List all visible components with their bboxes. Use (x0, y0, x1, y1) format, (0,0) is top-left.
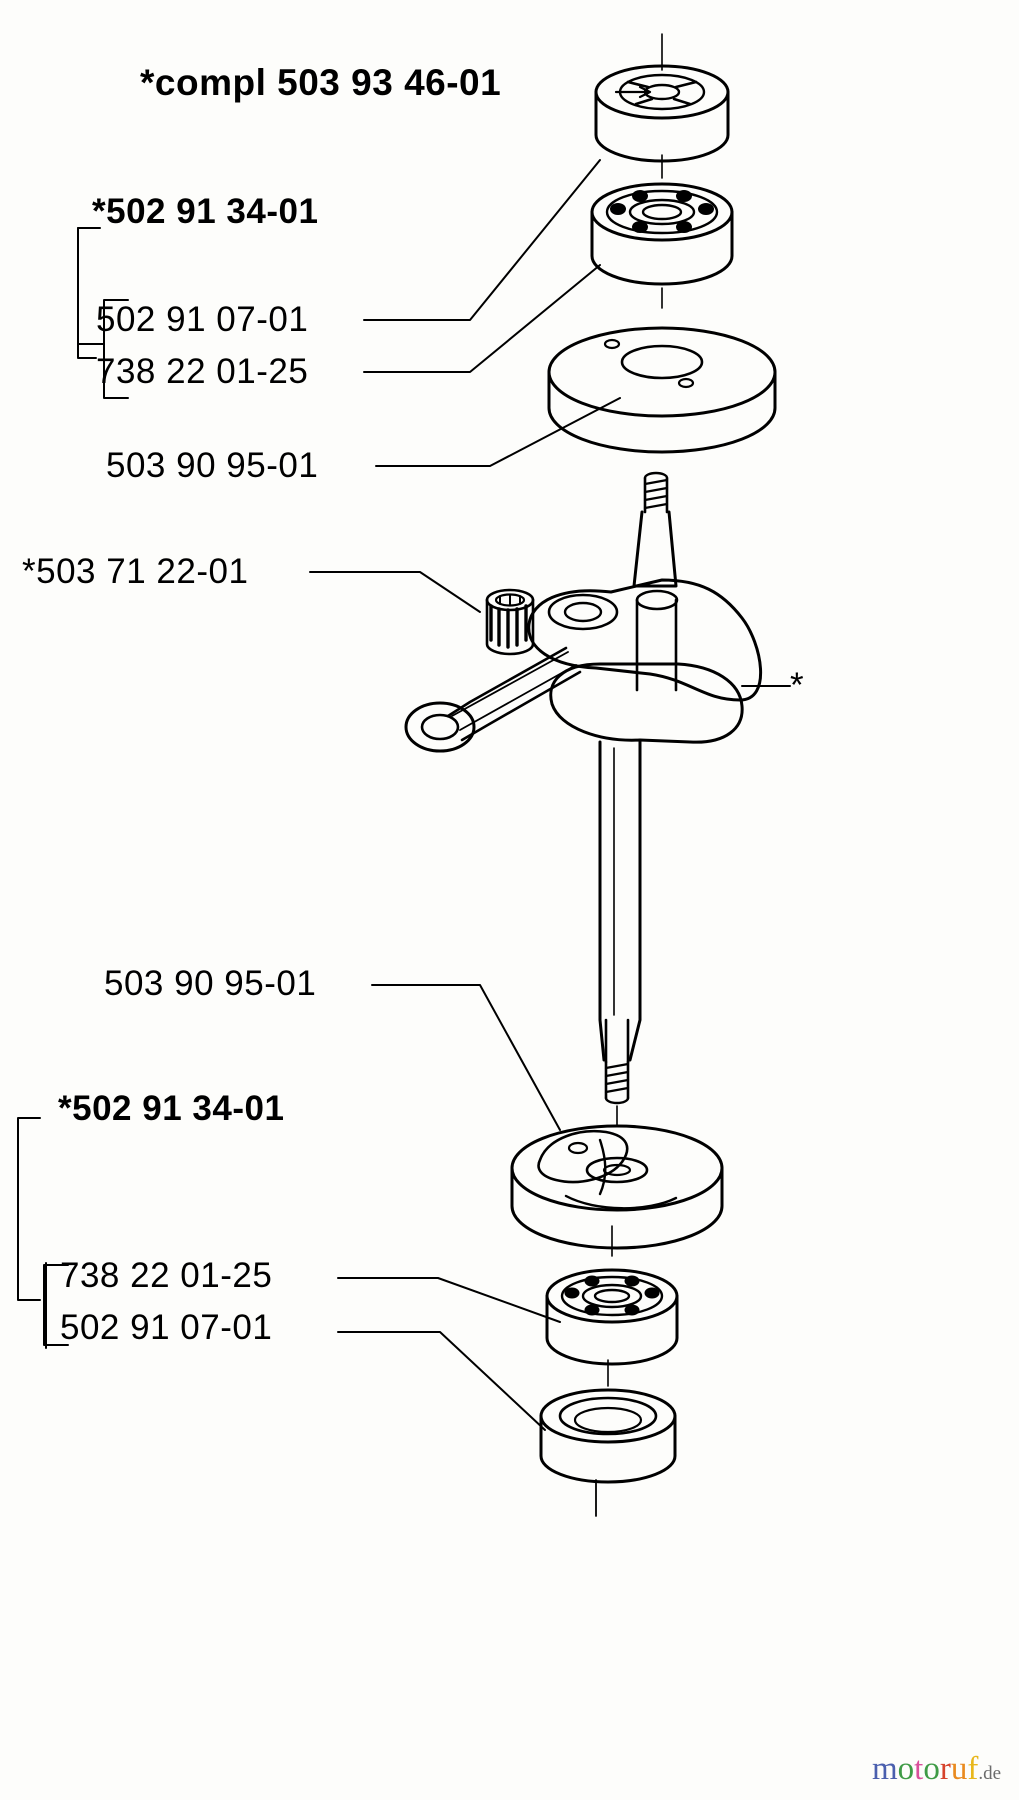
watermark-letter: t (914, 1751, 924, 1787)
label-upper-group-item-1: 502 91 07-01 (96, 300, 309, 339)
label-lower-group-item-2: 502 91 07-01 (60, 1308, 273, 1347)
label-upper-group-heading: *502 91 34-01 (92, 192, 319, 231)
part-needle-bearing (485, 588, 535, 656)
watermark-letter: u (950, 1751, 968, 1787)
label-lower-group-item-1: 738 22 01-25 (60, 1256, 273, 1295)
watermark-suffix: .de (978, 1763, 1001, 1784)
watermark-letter: r (939, 1751, 951, 1787)
label-compl-assembly: *compl 503 93 46-01 (140, 62, 502, 103)
watermark-letter: o (923, 1751, 940, 1787)
watermark-motoruf: motoruf.de (872, 1753, 1001, 1786)
label-lower-group-heading: *502 91 34-01 (58, 1089, 285, 1128)
part-ball-bearing-upper (590, 154, 734, 286)
label-crank-marker: * (790, 666, 805, 705)
watermark-letters: motoruf (872, 1751, 978, 1787)
label-upper-seal: 503 90 95-01 (106, 446, 319, 485)
part-crankshaft (404, 471, 762, 1105)
label-lower-seal: 503 90 95-01 (104, 964, 317, 1003)
watermark-letter: o (897, 1751, 915, 1787)
watermark-letter: m (871, 1751, 898, 1787)
part-seal-disc-lower (510, 1105, 724, 1250)
part-oil-seal-top (594, 33, 730, 163)
part-seal-disc-upper (547, 287, 777, 454)
leader-lines (17, 159, 791, 1431)
watermark-letter: f (967, 1751, 979, 1787)
label-upper-group-item-2: 738 22 01-25 (96, 352, 309, 391)
label-needle-bearing: *503 71 22-01 (22, 552, 249, 591)
part-oil-seal-bottom (539, 1359, 677, 1517)
part-ball-bearing-lower (545, 1225, 679, 1366)
